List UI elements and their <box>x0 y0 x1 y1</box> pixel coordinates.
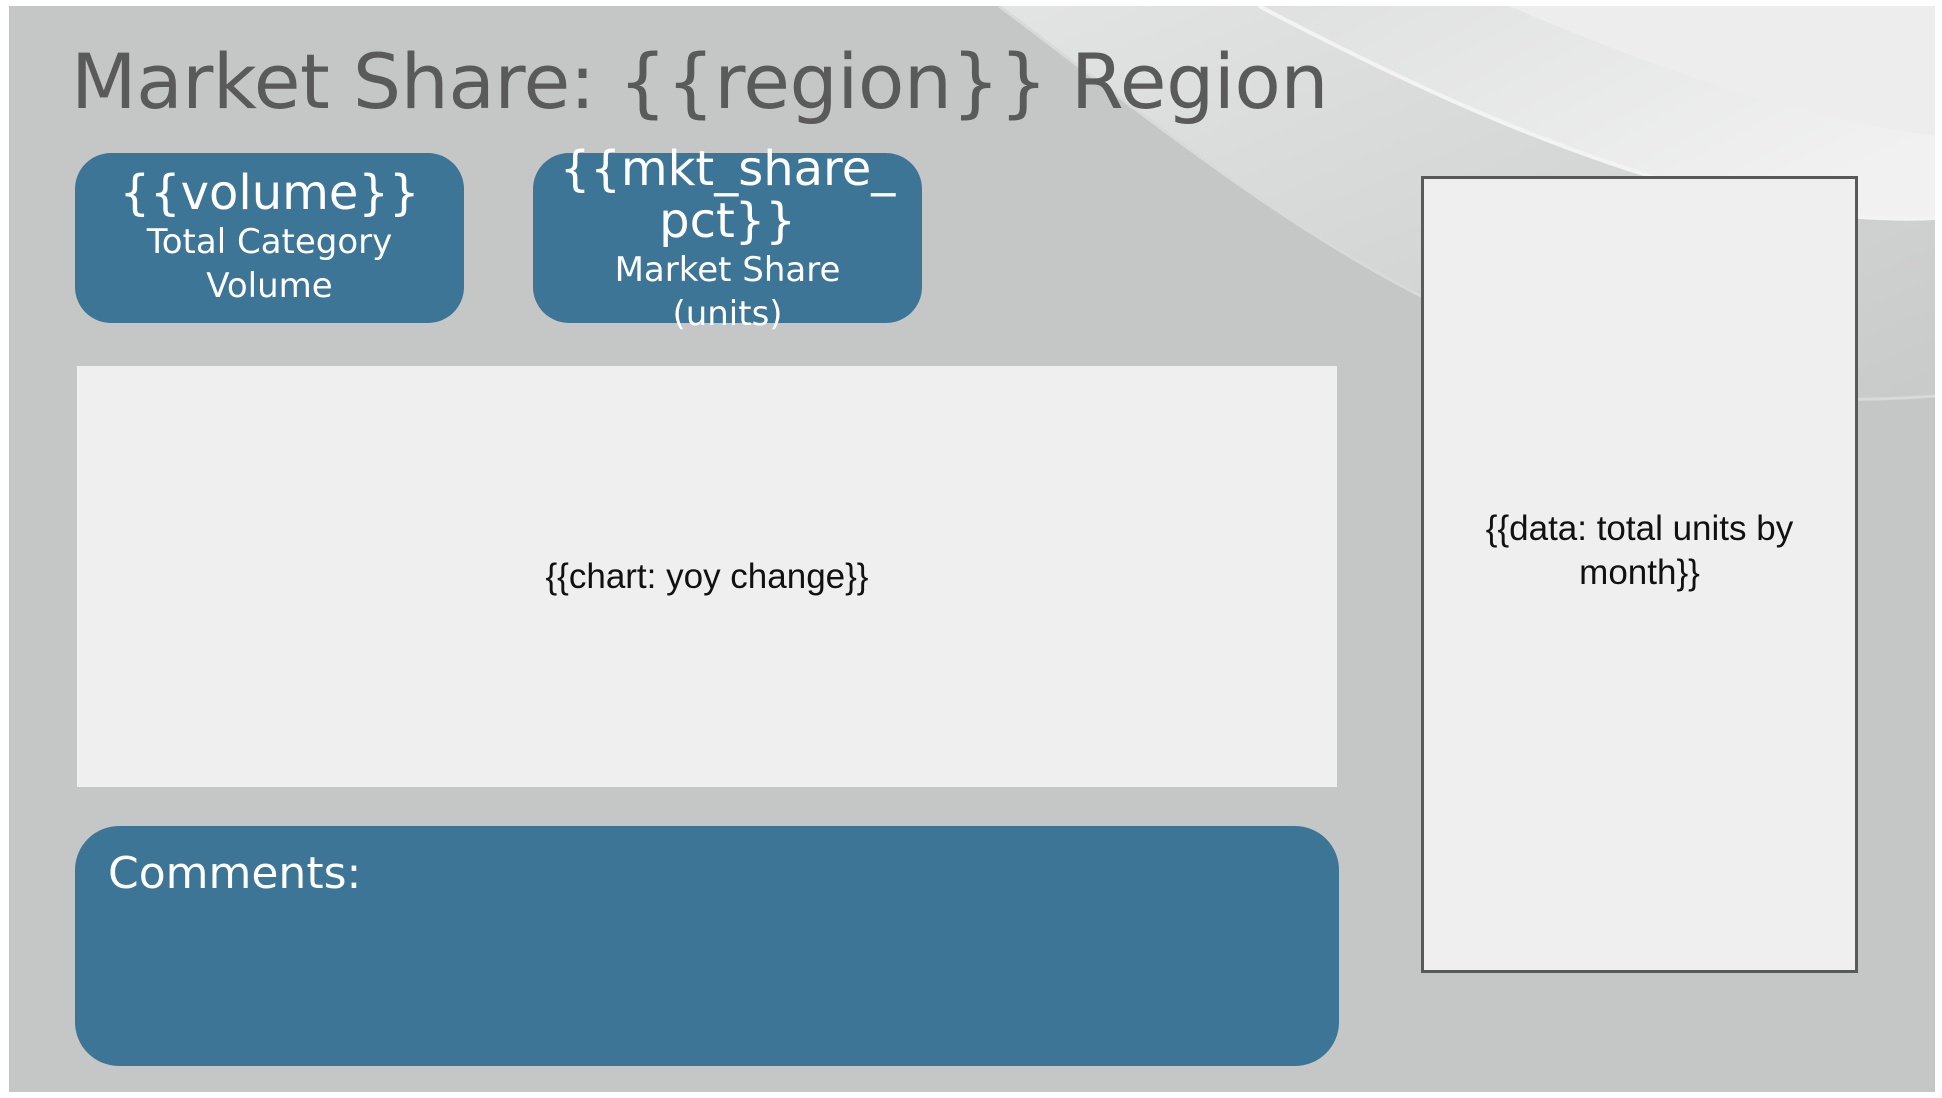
kpi-card-market-share: {{mkt_share_pct}} Market Share (units) <box>533 143 922 334</box>
comments-label: Comments: <box>108 848 362 899</box>
kpi-volume-label: Total Category Volume <box>146 221 393 306</box>
kpi-card-volume: {{volume}} Total Category Volume <box>75 153 464 323</box>
yoy-chart-placeholder: {{chart: yoy change}} <box>77 366 1337 787</box>
page-title: Market Share: {{region}} Region <box>71 37 1329 126</box>
data-placeholder-text: {{data: total units by month}} <box>1485 508 1794 592</box>
kpi-market-share-value: {{mkt_share_pct}} <box>559 140 896 249</box>
monthly-units-data-placeholder: {{data: total units by month}} <box>1421 176 1858 973</box>
chart-placeholder-text: {{chart: yoy change}} <box>545 556 869 596</box>
kpi-volume-value: {{volume}} <box>119 164 420 221</box>
comments-box[interactable]: Comments: <box>75 826 1339 1066</box>
kpi-market-share-label: Market Share (units) <box>614 249 841 334</box>
slide: Market Share: {{region}} Region {{volume… <box>9 6 1935 1092</box>
